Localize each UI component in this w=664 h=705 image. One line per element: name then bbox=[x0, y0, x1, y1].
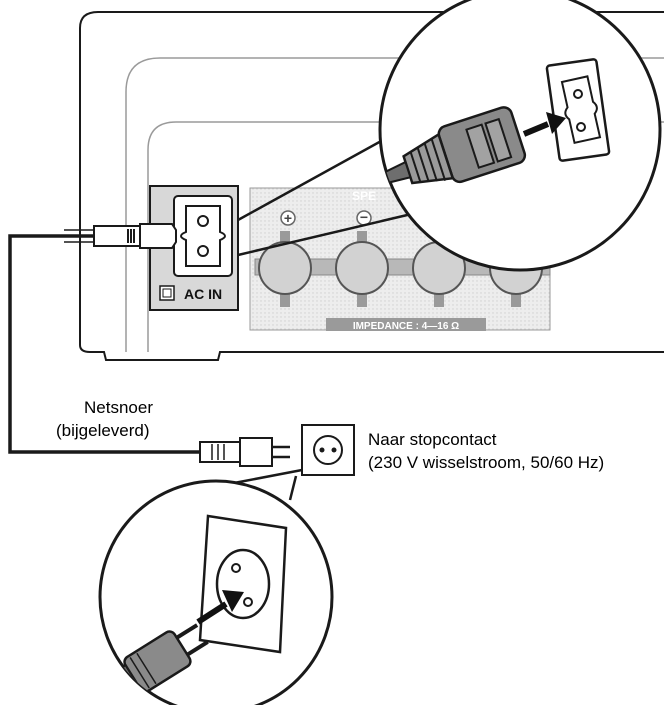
speaker-label: SPE bbox=[352, 189, 376, 203]
impedance-label: IMPEDANCE : 4—16 Ω bbox=[353, 321, 459, 332]
ac-in-label: AC IN bbox=[184, 286, 222, 302]
power-cord bbox=[8, 229, 200, 454]
wall-outlet-symbol bbox=[301, 424, 355, 476]
cord-name-line1: Netsnoer bbox=[84, 398, 153, 417]
callout-leader-bottom bbox=[233, 468, 303, 501]
wall-socket bbox=[198, 514, 288, 654]
minus-symbol: − bbox=[360, 209, 368, 225]
insert-arrow-bottom bbox=[196, 590, 244, 625]
callout-leader-top bbox=[237, 133, 421, 257]
zoom-circle-appliance-inlet bbox=[378, 0, 662, 272]
insert-arrow-top bbox=[522, 112, 566, 137]
speaker-terminal bbox=[335, 231, 389, 307]
plus-symbol: + bbox=[284, 210, 292, 226]
plus-marker: + bbox=[280, 210, 296, 226]
speaker-terminal bbox=[258, 231, 312, 307]
cord-name-line2: (bijgeleverd) bbox=[56, 421, 150, 440]
mains-plug bbox=[199, 437, 290, 467]
plug-connector-zoomed bbox=[380, 106, 527, 186]
outlet-label-line1: Naar stopcontact bbox=[368, 430, 497, 449]
inlet-socket bbox=[545, 58, 611, 162]
zoom-circle-wall-socket bbox=[98, 479, 334, 705]
appliance-plug bbox=[93, 223, 177, 249]
outlet-label-line2: (230 V wisselstroom, 50/60 Hz) bbox=[368, 453, 605, 472]
